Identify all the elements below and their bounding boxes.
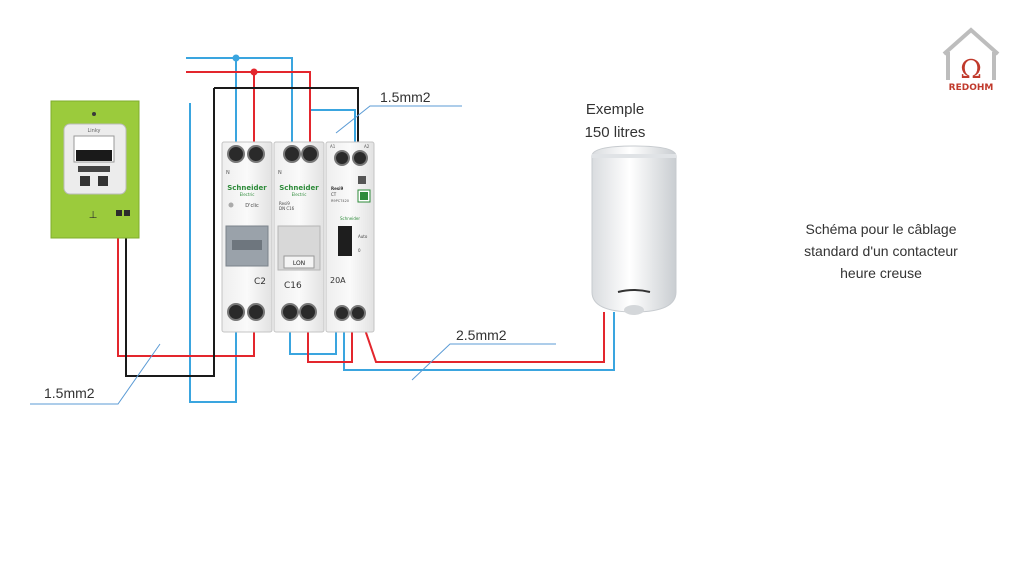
svg-text:Electric: Electric (240, 192, 255, 197)
breaker2-brand: Schneider (279, 184, 319, 192)
heater-label-line2: 150 litres (584, 124, 646, 141)
logo-text: REDOHM (949, 83, 994, 93)
breaker2-window: LON (293, 260, 305, 267)
cable-label-right: 2.5mm2 (456, 327, 507, 343)
breaker-c2: N Schneider Electric D'clic C2 (221, 141, 273, 333)
breaker1-brand: Schneider (227, 184, 267, 192)
svg-text:Resi9: Resi9 (331, 186, 344, 191)
meter-brand: Linky (87, 128, 100, 134)
redohm-logo: Ω REDOHM (942, 27, 1000, 93)
svg-text:D'clic: D'clic (245, 203, 259, 209)
heater-label-line1: Exemple (585, 101, 645, 118)
contactor-ct: A1 A2 Resi9 CT R9PCT420 Schneider Auto 0… (325, 141, 375, 333)
breaker-c16: N Schneider Electric Resi9 DN C16 LON C1… (273, 141, 325, 333)
svg-text:N: N (278, 170, 282, 176)
callout-lines (30, 105, 556, 405)
svg-text:Auto: Auto (358, 234, 368, 239)
contactor-brand: Schneider (340, 216, 360, 221)
contactor-rating: 20A (330, 276, 346, 285)
svg-text:CT: CT (331, 192, 337, 197)
breaker2-rating: C16 (284, 281, 302, 291)
water-heater (591, 145, 677, 315)
phase-wires (117, 71, 605, 363)
neutral-wires (186, 57, 615, 403)
svg-text:A1: A1 (330, 144, 336, 149)
svg-text:N: N (226, 170, 230, 176)
breaker1-rating: C2 (254, 277, 266, 287)
svg-text:R9PCT420: R9PCT420 (331, 199, 349, 203)
cable-label-top: 1.5mm2 (380, 89, 431, 105)
svg-text:A2: A2 (364, 144, 370, 149)
omega-icon: Ω (960, 55, 982, 85)
svg-text:DN C16: DN C16 (279, 206, 295, 211)
caption-line3: heure creuse (840, 265, 922, 281)
control-wire (125, 87, 359, 377)
linky-meter: Linky ⊥ (50, 100, 140, 239)
diagram-caption: Schéma pour le câblage standard d'un con… (770, 218, 992, 284)
heater-label: Exemple 150 litres (560, 98, 670, 144)
meter-symbol: ⊥ (89, 210, 98, 221)
svg-text:Electric: Electric (292, 192, 307, 197)
svg-text:Resi9: Resi9 (279, 201, 290, 206)
caption-line2: standard d'un contacteur (804, 243, 958, 259)
svg-text:0: 0 (358, 248, 361, 253)
cable-label-left: 1.5mm2 (44, 385, 95, 401)
caption-line1: Schéma pour le câblage (805, 221, 957, 237)
